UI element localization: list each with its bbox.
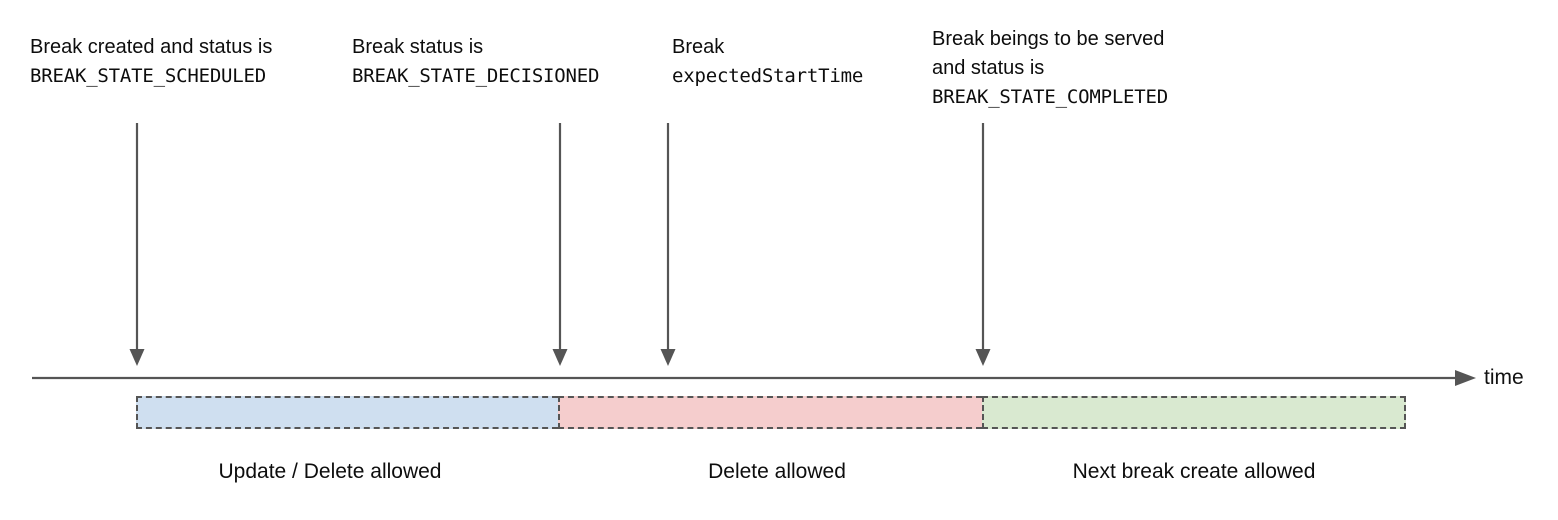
annotation-completed-prose-line-2: and status is [932,57,1045,79]
annotation-completed: Break beings to be served and status is … [932,25,1168,112]
time-axis-arrow-icon [32,366,1478,390]
annotation-scheduled-state-code: BREAK_STATE_SCHEDULED [30,65,267,87]
annotation-expected-start-time: Break expectedStartTime [672,33,863,91]
down-arrow-icon-completed [974,123,992,367]
phase-caption-next-create: Next break create allowed [1072,460,1316,483]
annotation-scheduled: Break created and status is BREAK_STATE_… [30,33,272,91]
phase-bar-next-create [982,396,1406,429]
annotation-scheduled-prose-line-1: Break created and status is [30,36,273,58]
phase-bar-update-delete [136,396,558,429]
annotation-completed-state-code: BREAK_STATE_COMPLETED [932,86,1169,108]
annotation-decisioned-state-code: BREAK_STATE_DECISIONED [352,65,600,87]
annotation-expected-start-time-field-code: expectedStartTime [672,65,864,87]
annotation-decisioned: Break status is BREAK_STATE_DECISIONED [352,33,599,91]
annotation-decisioned-prose-line-1: Break status is [352,36,484,58]
phase-bar-track [136,396,1406,429]
down-arrow-icon-decisioned [551,123,569,367]
time-axis-label: time [1484,366,1524,389]
phase-caption-delete-only: Delete allowed [708,460,846,483]
phase-bar-delete-only [558,396,982,429]
annotation-completed-prose-line-1: Break beings to be served [932,28,1165,50]
down-arrow-icon-expected-start-time [659,123,677,367]
phase-caption-update-delete: Update / Delete allowed [218,460,442,483]
down-arrow-icon-scheduled [128,123,146,367]
annotation-expected-start-time-prose-line-1: Break [672,36,725,58]
